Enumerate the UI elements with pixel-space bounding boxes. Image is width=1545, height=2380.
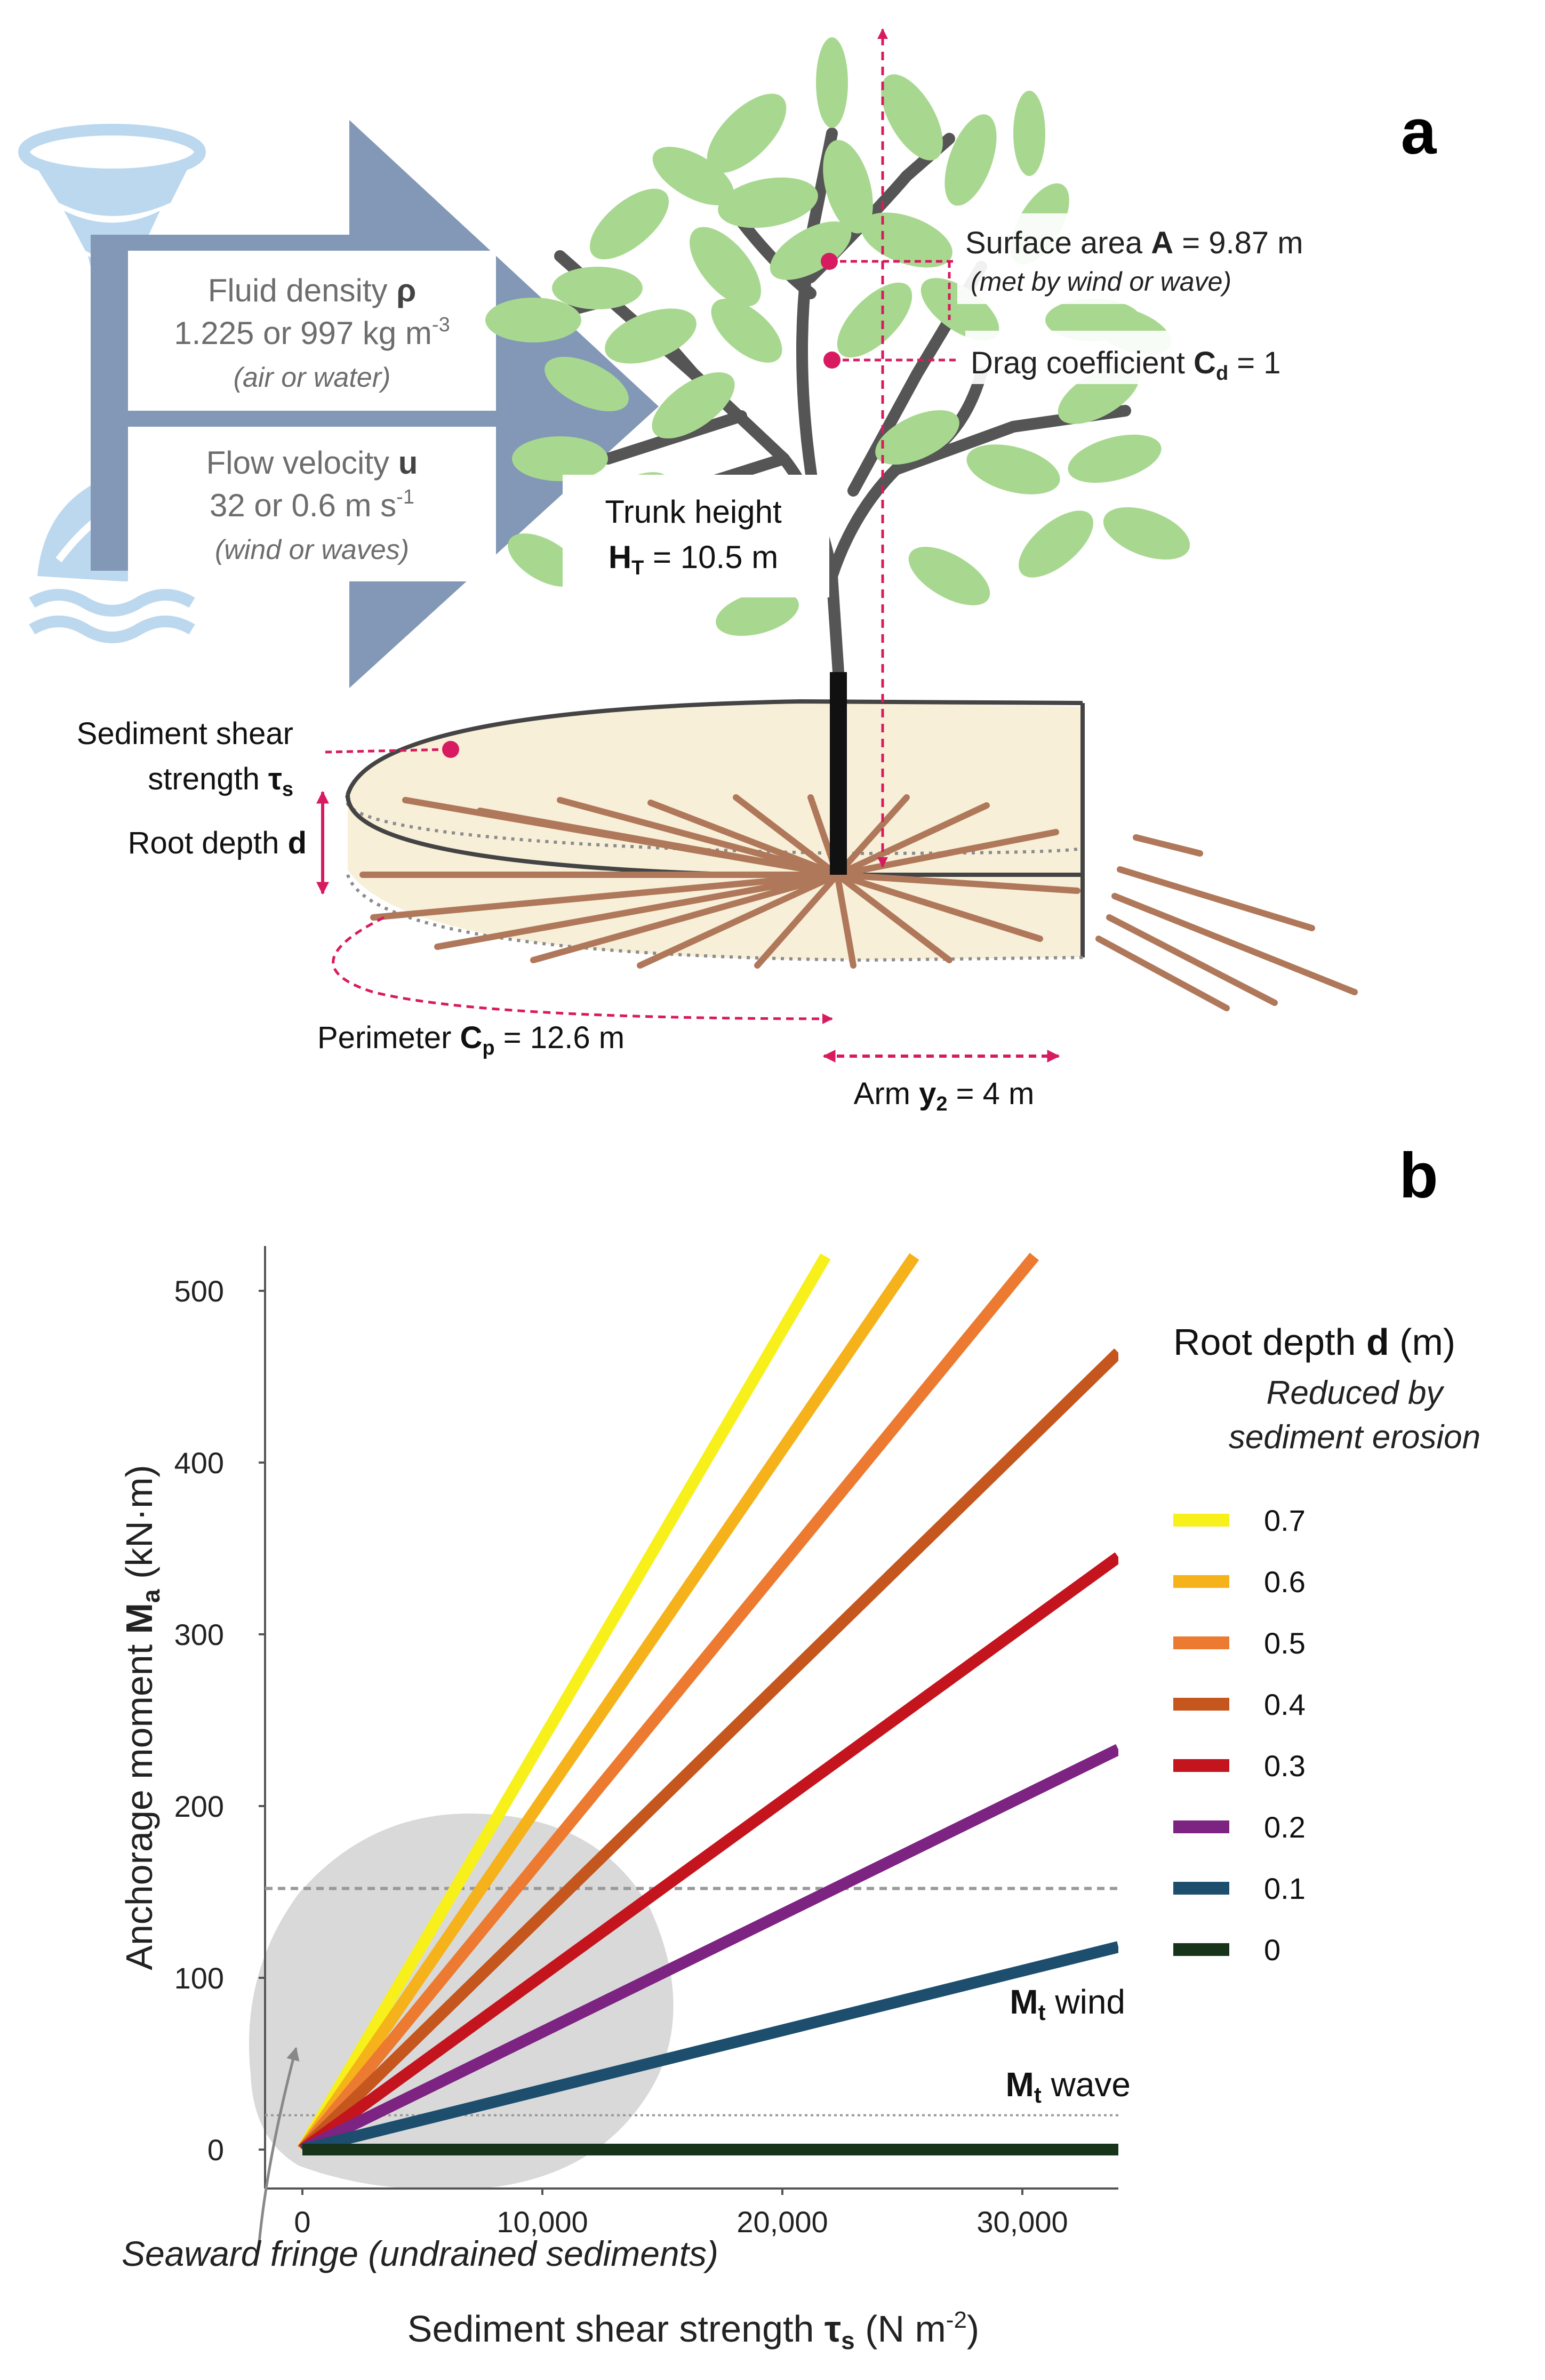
fluid-density-title: Fluid density ρ xyxy=(208,273,417,308)
root-depth-label: Root depth d xyxy=(128,826,307,860)
series-lines xyxy=(297,1252,1118,2155)
y-tick-label: 400 xyxy=(174,1446,224,1480)
fluid-density-value: 1.225 or 997 kg m-3 xyxy=(174,314,450,351)
series-line-0-5 xyxy=(298,1252,1039,2153)
legend-label: 0.4 xyxy=(1264,1688,1306,1721)
series-line-0-1 xyxy=(301,1941,1118,2155)
panel-b: b 0 100 200 300 400 500 0 10,000 20,000 30,000 M… xyxy=(118,1140,1480,2354)
mt-wind-label: Mt wind xyxy=(1010,1983,1125,2025)
panel-a: a Fluid density ρ 1.225 or 997 kg m-3 (a… xyxy=(18,28,1437,1115)
surface-area-label-bg xyxy=(957,213,1331,304)
y-tick-label: 0 xyxy=(207,2133,224,2167)
trunk-height-line1: Trunk height xyxy=(605,494,782,530)
x-tick-label: 20,000 xyxy=(737,2205,828,2239)
legend-note-2: sediment erosion xyxy=(1229,1419,1480,1456)
x-axis-label: Sediment shear strength τs (N m-2) xyxy=(407,2307,979,2354)
legend-label: 0 xyxy=(1264,1933,1280,1967)
shear-leader xyxy=(325,748,449,754)
drag-label-bg xyxy=(965,331,1349,384)
shear-label-line1: Sediment shear xyxy=(77,716,293,751)
y-tick-label: 300 xyxy=(174,1618,224,1651)
panel-a-label: a xyxy=(1401,96,1437,167)
shear-label-line2: strength τs xyxy=(148,762,293,801)
flow-velocity-value: 32 or 0.6 m s-1 xyxy=(210,486,414,523)
legend: Root depth d (m) Reduced by sediment ero… xyxy=(1173,1321,1480,1967)
x-tick-label: 10,000 xyxy=(497,2205,588,2239)
surface-area-note: (met by wind or wave) xyxy=(971,267,1231,297)
legend-label: 0.3 xyxy=(1264,1749,1306,1783)
legend-items: 0.7 0.6 0.5 0.4 0.3 0.2 0.1 0 xyxy=(1173,1504,1306,1967)
x-tick-label: 0 xyxy=(294,2205,310,2239)
y-tick-label: 500 xyxy=(174,1274,224,1308)
flow-velocity-note: (wind or waves) xyxy=(215,534,409,565)
y-ticks: 0 100 200 300 400 500 xyxy=(174,1274,265,2167)
drag-label: Drag coefficient Cd = 1 xyxy=(971,346,1281,385)
perimeter-arrow xyxy=(332,916,833,1024)
flow-velocity-box xyxy=(128,427,496,581)
y-tick-label: 200 xyxy=(174,1790,224,1823)
x-ticks: 0 10,000 20,000 30,000 xyxy=(294,2189,1068,2239)
fringe-label: Seaward fringe (undrained sediments) xyxy=(122,2234,718,2273)
series-line-0-7 xyxy=(297,1253,831,2153)
flow-velocity-title: Flow velocity u xyxy=(206,445,418,481)
mt-wave-label: Mt wave xyxy=(1006,2065,1131,2107)
panel-b-label: b xyxy=(1399,1140,1438,1211)
arm-label: Arm y2 = 4 m xyxy=(854,1076,1035,1115)
trunk-height-line2: HT = 10.5 m xyxy=(609,539,778,579)
legend-title: Root depth d (m) xyxy=(1173,1321,1455,1363)
series-line-0-2 xyxy=(300,1744,1118,2155)
trunk-height-box xyxy=(563,475,829,597)
roots xyxy=(359,794,1358,1011)
legend-label: 0.6 xyxy=(1264,1565,1306,1599)
fluid-density-note: (air or water) xyxy=(234,362,391,393)
perimeter-label: Perimeter Cp = 12.6 m xyxy=(317,1020,625,1059)
legend-label: 0.5 xyxy=(1264,1626,1306,1660)
series-line-0-6 xyxy=(297,1253,919,2153)
x-tick-label: 30,000 xyxy=(976,2205,1068,2239)
fringe-pointer xyxy=(257,2047,300,2249)
reference-lines xyxy=(265,1887,1118,2117)
y-axis-label: Anchorage moment Ma (kN·m) xyxy=(118,1465,165,1970)
legend-label: 0.2 xyxy=(1264,1810,1306,1844)
series-line-0-4 xyxy=(298,1348,1118,2154)
shear-marker xyxy=(442,741,459,758)
series-line-0-3 xyxy=(299,1552,1118,2154)
fluid-density-box xyxy=(128,251,496,411)
legend-note-1: Reduced by xyxy=(1267,1375,1445,1411)
y-tick-label: 100 xyxy=(174,1961,224,1995)
surface-area-label: Surface area A = 9.87 m xyxy=(965,226,1303,260)
legend-label: 0.7 xyxy=(1264,1504,1306,1537)
legend-label: 0.1 xyxy=(1264,1872,1306,1905)
